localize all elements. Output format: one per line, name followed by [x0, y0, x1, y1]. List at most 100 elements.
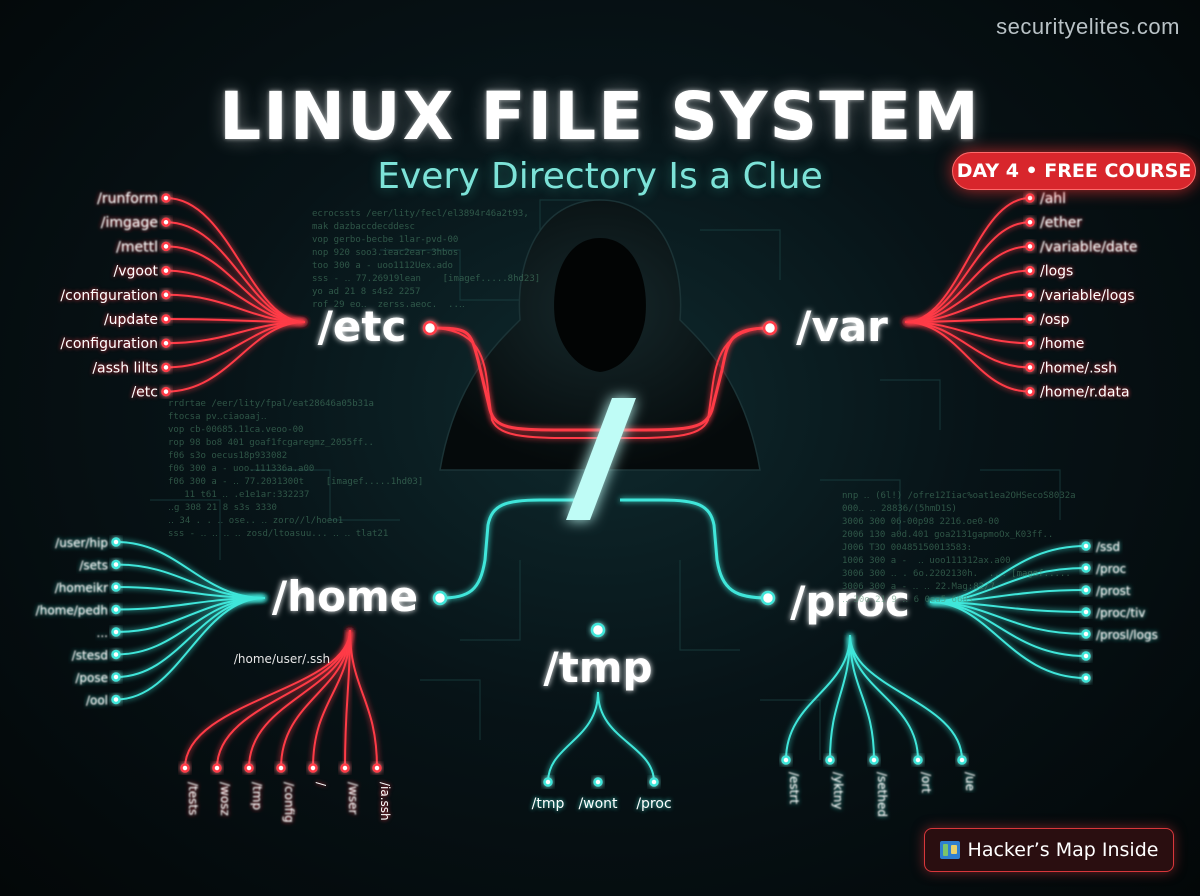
var-branch-line	[904, 197, 1031, 323]
proc-right-branch-dot	[1081, 651, 1091, 661]
home-left-branch-label: /home/pedh	[36, 604, 108, 618]
var-branch-dot	[1025, 265, 1035, 276]
home-down-branch-label: /	[314, 782, 328, 787]
etc-branch-label: /vgoot	[113, 264, 158, 280]
node-label-proc: /proc	[790, 577, 910, 626]
node-label-etc: /etc	[318, 302, 407, 351]
code-stream-top: ecrocssts /eer/lity/fecl/el3894r46a2t93,…	[312, 209, 541, 310]
home-left-branch-label: /sets	[79, 559, 108, 573]
proc-right-branch-line	[929, 601, 1087, 679]
proc-down-branch-label: /ort	[919, 772, 933, 793]
home-left-branch-line	[115, 597, 266, 656]
home-left-branch-label: /pose	[75, 671, 108, 685]
etc-branch-label: /imgage	[101, 215, 158, 231]
tmp-dot	[590, 622, 606, 638]
etc-dot	[422, 320, 438, 336]
home-left-branch-dot	[111, 627, 121, 637]
proc-right-branch-dot	[1081, 563, 1091, 573]
proc-down-branch-label: /estrt	[787, 772, 801, 804]
etc-branch-dot	[161, 290, 171, 300]
proc-right-branch-line	[929, 601, 1087, 657]
link-root-var-2	[599, 327, 771, 440]
proc-down-branch-line	[849, 634, 963, 761]
etc-branch-label: /update	[104, 312, 158, 328]
home-down-branch-dot	[372, 763, 382, 773]
etc-branch-label: /mettl	[116, 239, 158, 255]
var-branch-label: /variable/date	[1040, 239, 1137, 255]
etc-branch-label: /configuration	[60, 336, 158, 352]
etc-branch-dot	[161, 241, 171, 252]
var-branch-dot	[1025, 386, 1035, 397]
var-branch-label: /ahl	[1040, 191, 1066, 207]
etc-branch-label: /assh lilts	[92, 360, 158, 376]
proc-down-branch-line	[829, 634, 851, 761]
tmp-branch-label: /wont	[578, 796, 618, 812]
proc-down-branch-label: /yktny	[831, 772, 845, 810]
proc-down-branch-dot	[825, 755, 835, 765]
proc-right-branch-dot	[1081, 585, 1091, 595]
code-stream-right: nnp ‥ (6l!) /ofre12Iiac%oat1ea2OHSecoS80…	[842, 491, 1076, 605]
etc-branch-dot	[161, 217, 171, 227]
node-label-var: /var	[796, 302, 888, 351]
proc-right-branch-dot	[1081, 541, 1091, 551]
course-badge[interactable]: DAY 4 • FREE COURSE	[952, 152, 1196, 190]
home-down-branch-dot	[212, 763, 222, 773]
var-branch-dot	[1025, 241, 1035, 252]
main-connections	[429, 326, 771, 630]
var-branch-dot	[1025, 338, 1035, 348]
proc-dot	[760, 590, 776, 606]
home-sub-label: /home/user/.ssh	[234, 652, 330, 666]
branch-lines	[115, 197, 1087, 783]
link-root-proc	[620, 498, 769, 600]
etc-branch-dot	[161, 338, 171, 348]
page-title: LINUX FILE SYSTEM	[219, 78, 981, 155]
node-label-home: /home	[272, 572, 418, 621]
var-branch-line	[904, 321, 1031, 393]
home-down-branch-label: /config	[282, 782, 296, 823]
var-branch-label: /logs	[1040, 264, 1073, 280]
etc-branch-line	[165, 321, 306, 393]
proc-right-branch-dot	[1081, 673, 1091, 683]
proc-right-branch-label: /prost	[1096, 584, 1131, 598]
home-dot	[432, 590, 448, 606]
var-branch-label: /home/r.data	[1040, 385, 1130, 401]
tmp-branch-label: /tmp	[532, 796, 565, 812]
hackers-map-button[interactable]: Hacker’s Map Inside	[924, 828, 1174, 872]
proc-down-branch-dot	[913, 755, 923, 765]
tmp-branch-dot	[593, 777, 603, 787]
home-down-branch-line	[216, 629, 351, 769]
home-down-branch-label: /ia.ssh	[378, 782, 392, 821]
var-branch-dot	[1025, 193, 1035, 203]
home-down-branch-line	[312, 629, 351, 769]
var-branch-dot	[1025, 362, 1035, 373]
home-left-branch-line	[115, 597, 266, 701]
home-left-branch-dot	[111, 537, 121, 547]
etc-branch-label: /configuration	[60, 288, 158, 304]
home-left-branch-label: /user/hip	[55, 536, 108, 550]
home-down-branch-label: /wser	[346, 782, 360, 814]
proc-right-branch-dot	[1081, 629, 1091, 639]
home-left-branch-label: ...	[97, 626, 108, 640]
branch-labels: /runform/imgage/mettl/vgoot/configuratio…	[36, 191, 1158, 823]
link-root-var	[600, 326, 771, 432]
home-down-branch-line	[184, 629, 351, 769]
circuit-background	[150, 199, 1061, 760]
home-left-branch-dot	[111, 582, 121, 592]
link-root-home	[439, 498, 580, 600]
var-branch-dot	[1025, 314, 1035, 324]
var-branch-label: /osp	[1040, 312, 1070, 328]
etc-branch-line	[165, 221, 306, 323]
proc-down-branch-line	[849, 634, 919, 761]
tmp-branch-line	[597, 691, 655, 783]
etc-branch-line	[165, 245, 306, 323]
etc-branch-dot	[161, 193, 171, 203]
site-watermark: securityelites.com	[996, 14, 1180, 39]
home-left-branch-line	[115, 541, 266, 599]
node-dots	[111, 193, 1091, 787]
etc-branch-dot	[161, 314, 171, 324]
map-icon	[939, 841, 960, 859]
var-branch-label: /ether	[1040, 215, 1082, 231]
proc-down-branch-dot	[869, 755, 879, 765]
home-left-branch-label: /stesd	[72, 649, 108, 663]
